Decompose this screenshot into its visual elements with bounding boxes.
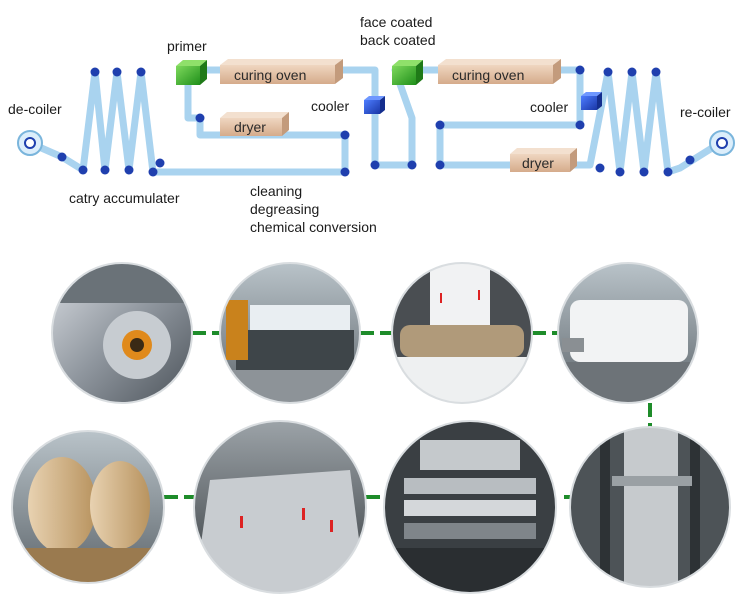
roller [575, 120, 585, 130]
dryer-2 [510, 148, 577, 172]
roller [595, 163, 605, 173]
pretreatment-step-1: cleaning [250, 183, 302, 199]
cooler-1-icon [364, 96, 385, 114]
roller [136, 67, 146, 77]
roller [57, 152, 67, 162]
dryer-1-label: dryer [234, 119, 266, 135]
primer-coater-icon [176, 60, 207, 85]
coil-coating-flow-diagram: de-coiler catry accumulater primer curin… [0, 0, 750, 245]
roller [112, 67, 122, 77]
roller [407, 160, 417, 170]
roller [370, 160, 380, 170]
pretreatment-step-2: degreasing [250, 201, 319, 217]
roller [100, 165, 110, 175]
roller [90, 67, 100, 77]
roller [685, 155, 695, 165]
decoiler-label: de-coiler [8, 101, 62, 117]
roller [124, 165, 134, 175]
inspection-photo [194, 421, 366, 593]
cooler-2-label: cooler [530, 99, 568, 115]
accumulator-label: catry accumulater [69, 190, 180, 206]
roller [615, 167, 625, 177]
recoiler-label: re-coiler [680, 104, 731, 120]
finish-coater-icon [392, 60, 423, 85]
roller [148, 167, 158, 177]
roller [435, 120, 445, 130]
curing-oven-1 [220, 59, 343, 84]
rollers [57, 65, 695, 177]
cooler-2-icon [581, 92, 602, 110]
dryer-2-label: dryer [522, 155, 554, 171]
production-photo-grid [11, 262, 731, 594]
roller [603, 67, 613, 77]
roller [663, 167, 673, 177]
recoiler-icon [709, 130, 735, 156]
roller [155, 158, 165, 168]
curing-oven-2-label: curing oven [452, 67, 524, 83]
roller [575, 65, 585, 75]
face-coated-label: face coated [360, 14, 432, 30]
back-coated-label: back coated [360, 32, 436, 48]
roller [78, 165, 88, 175]
roller [627, 67, 637, 77]
curing-oven-2 [438, 59, 561, 84]
roller [639, 167, 649, 177]
roller [651, 67, 661, 77]
pretreatment-step-3: chemical conversion [250, 219, 377, 235]
dryer-1 [220, 112, 289, 136]
roller [195, 113, 205, 123]
coater-photo [392, 263, 532, 403]
roller [340, 130, 350, 140]
packed-coils-photo [12, 431, 164, 583]
recoil-section-photo [570, 427, 730, 587]
primer-label: primer [167, 38, 207, 54]
curing-oven-1-label: curing oven [234, 67, 306, 83]
roller [340, 167, 350, 177]
cooler-1-label: cooler [311, 98, 349, 114]
steel-strip-path [26, 66, 724, 176]
decoiler-icon [17, 130, 43, 156]
oven-exit-photo [558, 263, 698, 403]
roller [435, 160, 445, 170]
